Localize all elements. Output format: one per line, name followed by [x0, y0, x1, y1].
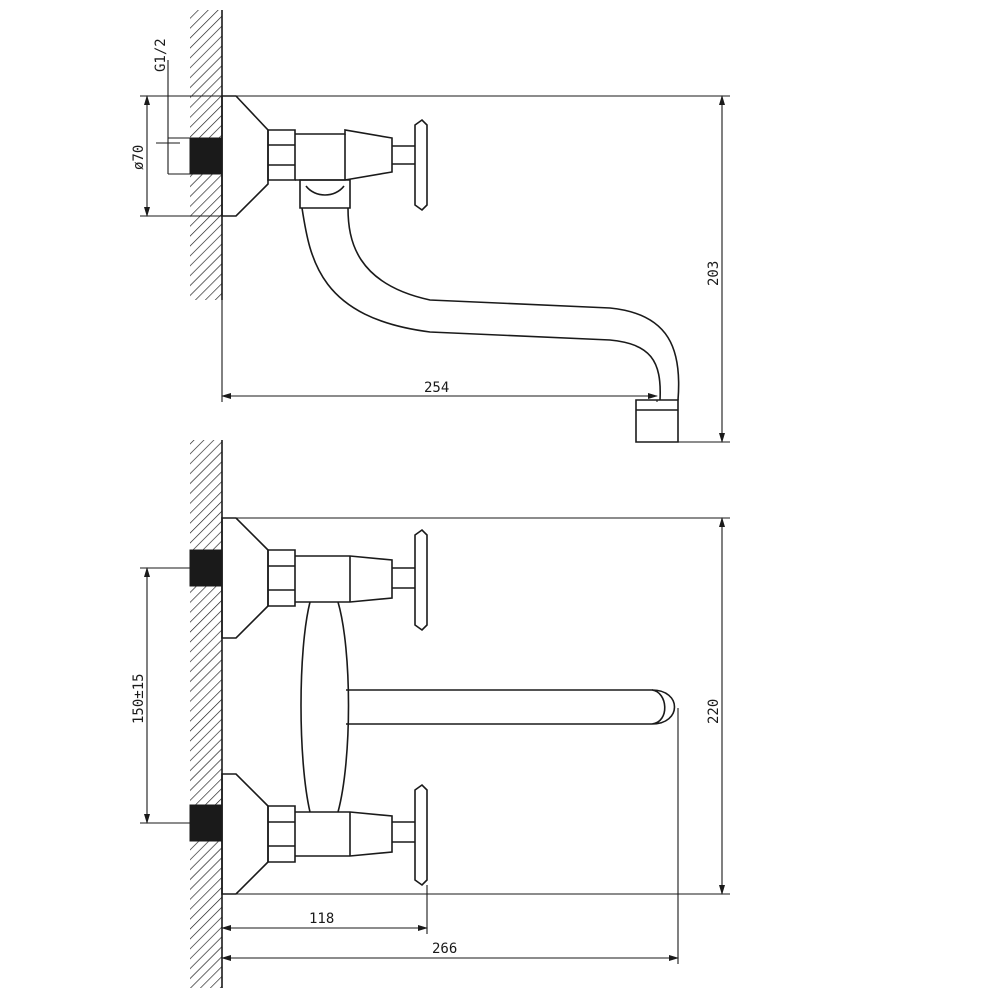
label-top-height: 203 [706, 261, 722, 286]
top-view: G1/2 ø70 203 254 [131, 10, 730, 443]
wall-top [189, 10, 223, 300]
wall-inlet-lower [189, 804, 223, 842]
handle-stem-upper [392, 567, 415, 589]
dim-handle-reach: 118 [221, 885, 428, 934]
hex-nut-lower [267, 805, 296, 863]
label-handle-reach: 118 [309, 911, 334, 927]
dim-top-height: 203 [236, 95, 730, 443]
label-thread: G1/2 [153, 38, 169, 72]
swivel-joint [299, 179, 351, 209]
dim-flange-diameter: ø70 [131, 95, 222, 217]
cross-handle-top [414, 118, 428, 212]
handle-stem-lower [392, 821, 415, 843]
label-centers: 150±15 [131, 673, 147, 724]
spout-bottom [346, 689, 652, 725]
spout-top-outer [301, 207, 661, 401]
wall-inlet-upper [189, 549, 223, 587]
flange-top [221, 95, 269, 217]
label-flange-diameter: ø70 [131, 145, 147, 170]
wall-bottom [189, 440, 223, 988]
label-top-reach: 254 [424, 380, 449, 396]
hex-nut-upper [267, 549, 296, 607]
dim-top-reach: 254 [221, 300, 658, 402]
spout-top-inner [347, 207, 680, 401]
valve-body-top [295, 129, 393, 181]
dim-thread: G1/2 [153, 38, 190, 175]
dim-bottom-height: 220 [236, 517, 730, 895]
label-bottom-height: 220 [706, 699, 722, 724]
valve-body-lower [295, 811, 393, 857]
hex-nut-top [267, 129, 296, 181]
flange-lower [221, 773, 269, 895]
valve-body-upper [295, 555, 393, 603]
spout-tip [651, 689, 676, 725]
label-spout-reach: 266 [432, 941, 457, 957]
dim-centers: 150±15 [131, 567, 190, 824]
mixer-body [300, 601, 350, 813]
cross-handle-upper [414, 528, 428, 632]
aerator-top [635, 399, 679, 443]
wall-inlet-top [189, 137, 223, 175]
bottom-view: 150±15 220 118 266 [131, 440, 730, 988]
handle-stem-top [392, 145, 415, 165]
flange-upper [221, 517, 269, 639]
dim-spout-reach: 266 [221, 708, 679, 964]
cross-handle-lower [414, 783, 428, 887]
